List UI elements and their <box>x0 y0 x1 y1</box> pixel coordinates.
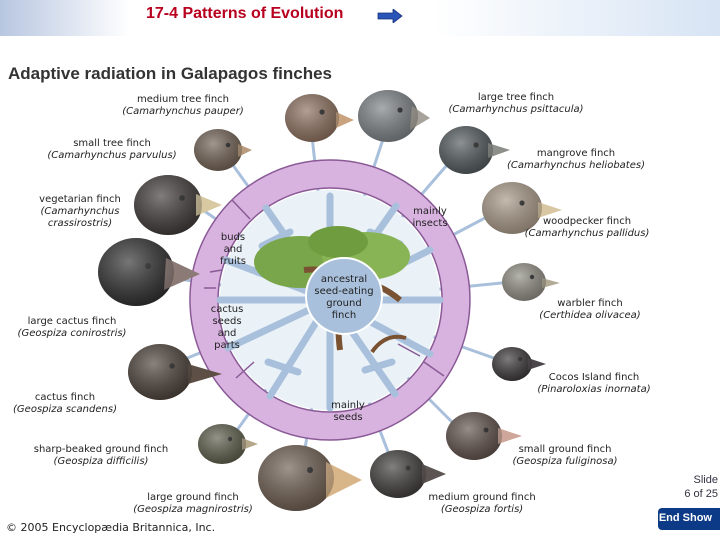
ancestral-finch-label: ancestral seed-eating ground finch <box>314 274 374 321</box>
medium-ground-finch-icon <box>370 450 446 498</box>
caption-sharp-beaked-ground-finch: sharp-beaked ground finch(Geospiza diffi… <box>33 444 169 467</box>
diet-ring <box>189 159 471 441</box>
caption-warbler-finch: warbler finch(Certhidea olivacea) <box>539 298 641 321</box>
finch-heads <box>98 90 562 511</box>
caption-cocos-island-finch: Cocos Island finch(Pinaroloxias inornata… <box>537 372 651 395</box>
end-show-label: End Show <box>658 512 712 524</box>
caption-large-tree-finch: large tree finch(Camarhynchus psittacula… <box>448 92 584 115</box>
large-cactus-finch-icon <box>98 238 200 306</box>
caption-large-ground-finch: large ground finch(Geospiza magnirostris… <box>133 492 253 515</box>
diet-label-cactus: cactus seeds and parts <box>210 304 244 351</box>
copyright-notice: © 2005 Encyclopædia Britannica, Inc. <box>6 521 216 534</box>
small-tree-finch-icon <box>194 129 252 171</box>
mangrove-finch-icon <box>439 126 510 174</box>
figure-title: Adaptive radiation in Galapagos finches <box>8 64 333 83</box>
caption-woodpecker-finch: woodpecker finch(Camarhynchus pallidus) <box>524 216 650 239</box>
sharp-beaked-ground-finch-icon <box>198 424 258 464</box>
caption-small-tree-finch: small tree finch(Camarhynchus parvulus) <box>47 138 177 161</box>
vegetarian-finch-icon <box>134 175 222 235</box>
next-arrow-icon[interactable] <box>377 9 403 23</box>
warbler-finch-icon <box>502 263 560 301</box>
caption-large-cactus-finch: large cactus finch(Geospiza conirostris) <box>17 316 127 339</box>
end-show-button[interactable]: End Show <box>658 508 720 530</box>
small-ground-finch-icon <box>446 412 522 460</box>
slide-title: 17-4 Patterns of Evolution <box>146 5 344 22</box>
diet-label-seeds: mainly seeds <box>331 400 365 423</box>
caption-mangrove-finch: mangrove finch(Camarhynchus heliobates) <box>507 148 645 171</box>
woodpecker-finch-icon <box>482 182 562 234</box>
ancestral-node <box>305 257 383 335</box>
caption-medium-ground-finch: medium ground finch(Geospiza fortis) <box>428 492 536 515</box>
diet-label-insects: mainly insects <box>412 206 448 229</box>
ring-dividers <box>204 199 445 379</box>
large-tree-finch-icon <box>358 90 430 142</box>
diet-label-buds: buds and fruits <box>220 232 246 267</box>
large-ground-finch-icon <box>258 445 362 511</box>
caption-medium-tree-finch: medium tree finch(Camarhynchus pauper) <box>122 94 244 117</box>
medium-tree-finch-icon <box>285 94 354 142</box>
caption-small-ground-finch: small ground finch(Geospiza fuliginosa) <box>512 444 618 467</box>
cocos-island-finch-icon <box>492 347 546 381</box>
slide-counter: Slide 6 of 25 <box>684 474 718 500</box>
caption-cactus-finch: cactus finch(Geospiza scandens) <box>13 392 117 415</box>
cactus-finch-icon <box>128 344 222 400</box>
slide-header: 17-4 Patterns of Evolution <box>0 0 720 36</box>
